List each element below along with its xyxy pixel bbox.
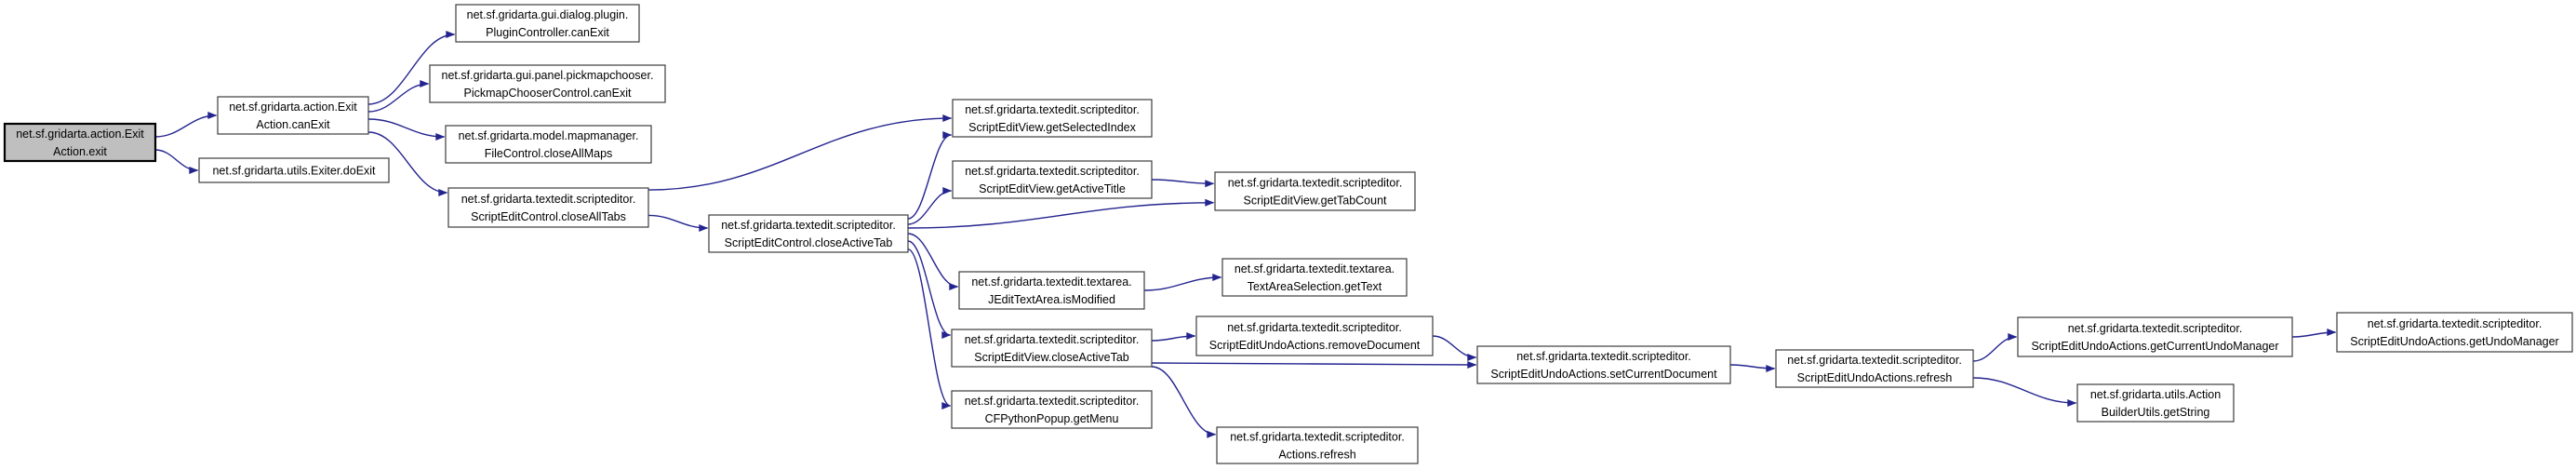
- node-remove_document[interactable]: net.sf.gridarta.textedit.scripteditor.Sc…: [1195, 316, 1434, 356]
- node-label-get_undo_manager: net.sf.gridarta.textedit.scripteditor.Sc…: [2350, 317, 2558, 348]
- node-get_selected_index[interactable]: net.sf.gridarta.textedit.scripteditor.Sc…: [952, 99, 1153, 138]
- node-label-cfpython_get_menu: net.sf.gridarta.textedit.scripteditor.CF…: [965, 395, 1140, 425]
- node-label-close_all_maps: net.sf.gridarta.model.mapmanager.FileCon…: [459, 129, 639, 160]
- node-label-get_selected_index: net.sf.gridarta.textedit.scripteditor.Sc…: [965, 103, 1140, 134]
- edge-can_exit-close_all_tabs: [367, 131, 448, 197]
- node-box-do_exit[interactable]: [198, 157, 390, 183]
- node-box-plugin_can_exit[interactable]: [455, 4, 640, 43]
- node-box-get_selected_index[interactable]: [952, 99, 1153, 138]
- node-label-do_exit: net.sf.gridarta.utils.Exiter.doExit: [212, 165, 376, 178]
- edge-set_current_document-undo_refresh: [1729, 364, 1776, 372]
- node-box-ctrl_close_active_tab[interactable]: [708, 214, 909, 253]
- edge-exit-can_exit: [154, 112, 218, 138]
- node-box-remove_document[interactable]: [1195, 316, 1434, 356]
- edge-close_all_tabs-get_selected_index: [647, 114, 953, 191]
- node-get_active_title[interactable]: net.sf.gridarta.textedit.scripteditor.Sc…: [952, 160, 1153, 199]
- node-label-pickmap_can_exit: net.sf.gridarta.gui.panel.pickmapchooser…: [442, 69, 654, 100]
- edge-ctrl_close_active_tab-get_active_title: [907, 187, 953, 225]
- node-label-close_all_tabs: net.sf.gridarta.textedit.scripteditor.Sc…: [461, 193, 636, 223]
- node-plugin_can_exit[interactable]: net.sf.gridarta.gui.dialog.plugin.Plugin…: [455, 4, 640, 43]
- node-close_all_maps[interactable]: net.sf.gridarta.model.mapmanager.FileCon…: [445, 125, 652, 164]
- node-box-view_close_active_tab[interactable]: [951, 329, 1153, 368]
- node-set_current_document[interactable]: net.sf.gridarta.textedit.scripteditor.Sc…: [1476, 345, 1731, 384]
- node-box-pickmap_can_exit[interactable]: [429, 64, 666, 103]
- edge-ctrl_close_active_tab-get_selected_index: [907, 131, 953, 220]
- node-label-is_modified: net.sf.gridarta.textedit.textarea.JEditT…: [971, 275, 1131, 306]
- edge-ctrl_close_active_tab-cfpython_get_menu: [907, 248, 952, 410]
- node-box-exit: [3, 122, 157, 163]
- edge-view_close_active_tab-actions_refresh: [1151, 366, 1217, 438]
- node-cfpython_get_menu[interactable]: net.sf.gridarta.textedit.scripteditor.CF…: [951, 390, 1153, 429]
- node-get_current_undo_manager[interactable]: net.sf.gridarta.textedit.scripteditor.Sc…: [2017, 316, 2293, 357]
- node-box-builder_get_string[interactable]: [2076, 383, 2235, 423]
- edge-ctrl_close_active_tab-view_close_active_tab: [907, 240, 952, 339]
- edge-is_modified-get_text: [1143, 274, 1222, 291]
- node-label-ctrl_close_active_tab: net.sf.gridarta.textedit.scripteditor.Sc…: [721, 219, 896, 249]
- node-label-undo_refresh: net.sf.gridarta.textedit.scripteditor.Sc…: [1787, 354, 1962, 384]
- node-box-can_exit[interactable]: [217, 96, 369, 135]
- node-label-actions_refresh: net.sf.gridarta.textedit.scripteditor.Ac…: [1230, 431, 1405, 462]
- node-pickmap_can_exit[interactable]: net.sf.gridarta.gui.panel.pickmapchooser…: [429, 64, 666, 103]
- edge-can_exit-plugin_can_exit: [367, 31, 456, 105]
- node-label-view_close_active_tab: net.sf.gridarta.textedit.scripteditor.Sc…: [965, 333, 1140, 364]
- edge-ctrl_close_active_tab-is_modified: [907, 233, 959, 290]
- node-box-get_text[interactable]: [1221, 258, 1408, 297]
- edge-close_all_tabs-ctrl_close_active_tab: [647, 214, 709, 232]
- edges-layer: [154, 31, 2337, 438]
- edge-get_current_undo_manager-get_undo_manager: [2291, 329, 2337, 338]
- node-box-actions_refresh[interactable]: [1216, 426, 1419, 464]
- node-view_close_active_tab[interactable]: net.sf.gridarta.textedit.scripteditor.Sc…: [951, 329, 1153, 368]
- node-close_all_tabs[interactable]: net.sf.gridarta.textedit.scripteditor.Sc…: [447, 187, 649, 228]
- node-ctrl_close_active_tab[interactable]: net.sf.gridarta.textedit.scripteditor.Sc…: [708, 214, 909, 253]
- node-is_modified[interactable]: net.sf.gridarta.textedit.textarea.JEditT…: [958, 271, 1145, 310]
- node-label-get_active_title: net.sf.gridarta.textedit.scripteditor.Sc…: [965, 165, 1140, 195]
- node-box-close_all_maps[interactable]: [445, 125, 652, 164]
- node-box-get_current_undo_manager[interactable]: [2017, 316, 2293, 357]
- node-actions_refresh[interactable]: net.sf.gridarta.textedit.scripteditor.Ac…: [1216, 426, 1419, 464]
- node-box-close_all_tabs[interactable]: [447, 187, 649, 228]
- node-label-get_tab_count: net.sf.gridarta.textedit.scripteditor.Sc…: [1228, 177, 1403, 208]
- node-label-get_text: net.sf.gridarta.textedit.textarea.TextAr…: [1235, 262, 1395, 293]
- node-label-set_current_document: net.sf.gridarta.textedit.scripteditor.Sc…: [1490, 350, 1717, 381]
- node-box-is_modified[interactable]: [958, 271, 1145, 310]
- node-get_text[interactable]: net.sf.gridarta.textedit.textarea.TextAr…: [1221, 258, 1408, 297]
- node-label-plugin_can_exit: net.sf.gridarta.gui.dialog.plugin.Plugin…: [467, 8, 629, 39]
- node-get_undo_manager[interactable]: net.sf.gridarta.textedit.scripteditor.Sc…: [2336, 312, 2573, 353]
- edge-can_exit-pickmap_can_exit: [367, 80, 430, 113]
- edge-view_close_active_tab-set_current_document: [1151, 360, 1477, 369]
- node-label-remove_document: net.sf.gridarta.textedit.scripteditor.Sc…: [1209, 321, 1421, 352]
- node-get_tab_count[interactable]: net.sf.gridarta.textedit.scripteditor.Sc…: [1214, 171, 1416, 211]
- edge-undo_refresh-get_current_undo_manager: [1972, 333, 2018, 362]
- edge-undo_refresh-builder_get_string: [1972, 377, 2077, 407]
- node-undo_refresh[interactable]: net.sf.gridarta.textedit.scripteditor.Sc…: [1775, 349, 1974, 388]
- node-box-set_current_document[interactable]: [1476, 345, 1731, 384]
- edge-ctrl_close_active_tab-get_tab_count: [907, 198, 1215, 229]
- edge-view_close_active_tab-remove_document: [1151, 332, 1196, 342]
- edge-get_active_title-get_tab_count: [1151, 179, 1215, 188]
- node-box-cfpython_get_menu[interactable]: [951, 390, 1153, 429]
- node-label-get_current_undo_manager: net.sf.gridarta.textedit.scripteditor.Sc…: [2031, 322, 2278, 353]
- node-box-get_active_title[interactable]: [952, 160, 1153, 199]
- node-box-get_tab_count[interactable]: [1214, 171, 1416, 211]
- edge-exit-do_exit: [154, 149, 199, 174]
- node-box-get_undo_manager[interactable]: [2336, 312, 2573, 353]
- edge-can_exit-close_all_maps: [367, 118, 446, 141]
- edge-remove_document-set_current_document: [1432, 335, 1477, 361]
- node-do_exit[interactable]: net.sf.gridarta.utils.Exiter.doExit: [198, 157, 390, 183]
- node-box-undo_refresh[interactable]: [1775, 349, 1974, 388]
